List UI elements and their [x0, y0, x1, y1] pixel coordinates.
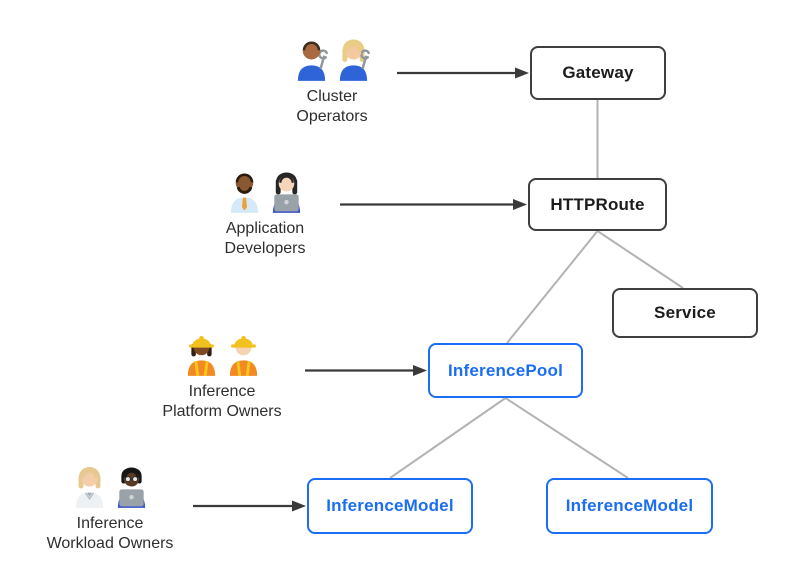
inference-workload-owners-label: Inference Workload Owners — [20, 514, 200, 554]
inference-platform-owners-label: Inference Platform Owners — [132, 382, 312, 422]
label-line: Inference — [76, 515, 144, 532]
label-line: Cluster — [306, 88, 358, 105]
persona-inference-platform-owners: Inference Platform Owners — [132, 331, 312, 422]
node-httproute: HTTPRoute — [528, 178, 667, 231]
label-line: Workload Owners — [46, 535, 174, 552]
arrow-inference-platform-owners-inferencepool — [305, 365, 427, 376]
arrow-inference-workload-owners-inferencemodel — [193, 500, 306, 512]
inference-platform-owners-figures — [132, 331, 312, 376]
label-line: Platform Owners — [162, 403, 282, 420]
woman-mechanic-icon — [339, 39, 370, 81]
label-line: Operators — [296, 108, 368, 125]
man-technologist-dark-icon — [117, 467, 145, 508]
health-worker-icon — [75, 467, 103, 508]
label-line: Application — [225, 220, 305, 237]
inference-workload-owners-figures — [20, 463, 200, 508]
arrow-application-developers-httproute — [340, 199, 527, 210]
persona-cluster-operators: Cluster Operators — [242, 36, 422, 127]
man-office-worker-icon — [230, 173, 258, 213]
edge-httproute-service — [596, 230, 684, 289]
edge-inferencepool-inferencemodel-left — [389, 397, 507, 479]
cluster-operators-figures — [242, 36, 422, 81]
persona-application-developers: Application Developers — [175, 168, 355, 259]
node-service: Service — [612, 288, 758, 338]
woman-technologist-icon — [272, 172, 300, 213]
node-inferencemodel-right: InferenceModel — [546, 478, 713, 534]
persona-inference-workload-owners: Inference Workload Owners — [20, 463, 200, 554]
node-inferencemodel-left: InferenceModel — [307, 478, 473, 534]
application-developers-label: Application Developers — [175, 219, 355, 259]
label-line: Developers — [224, 240, 306, 257]
woman-construction-worker-icon — [187, 335, 215, 376]
edge-httproute-inferencepool — [506, 230, 599, 344]
node-gateway: Gateway — [530, 46, 666, 100]
man-construction-worker-icon — [229, 335, 257, 376]
application-developers-figures — [175, 168, 355, 213]
edge-inferencepool-inferencemodel-right — [504, 397, 629, 479]
man-mechanic-icon — [297, 41, 328, 81]
cluster-operators-label: Cluster Operators — [242, 87, 422, 127]
node-inferencepool: InferencePool — [428, 343, 583, 398]
label-line: Inference — [188, 383, 256, 400]
